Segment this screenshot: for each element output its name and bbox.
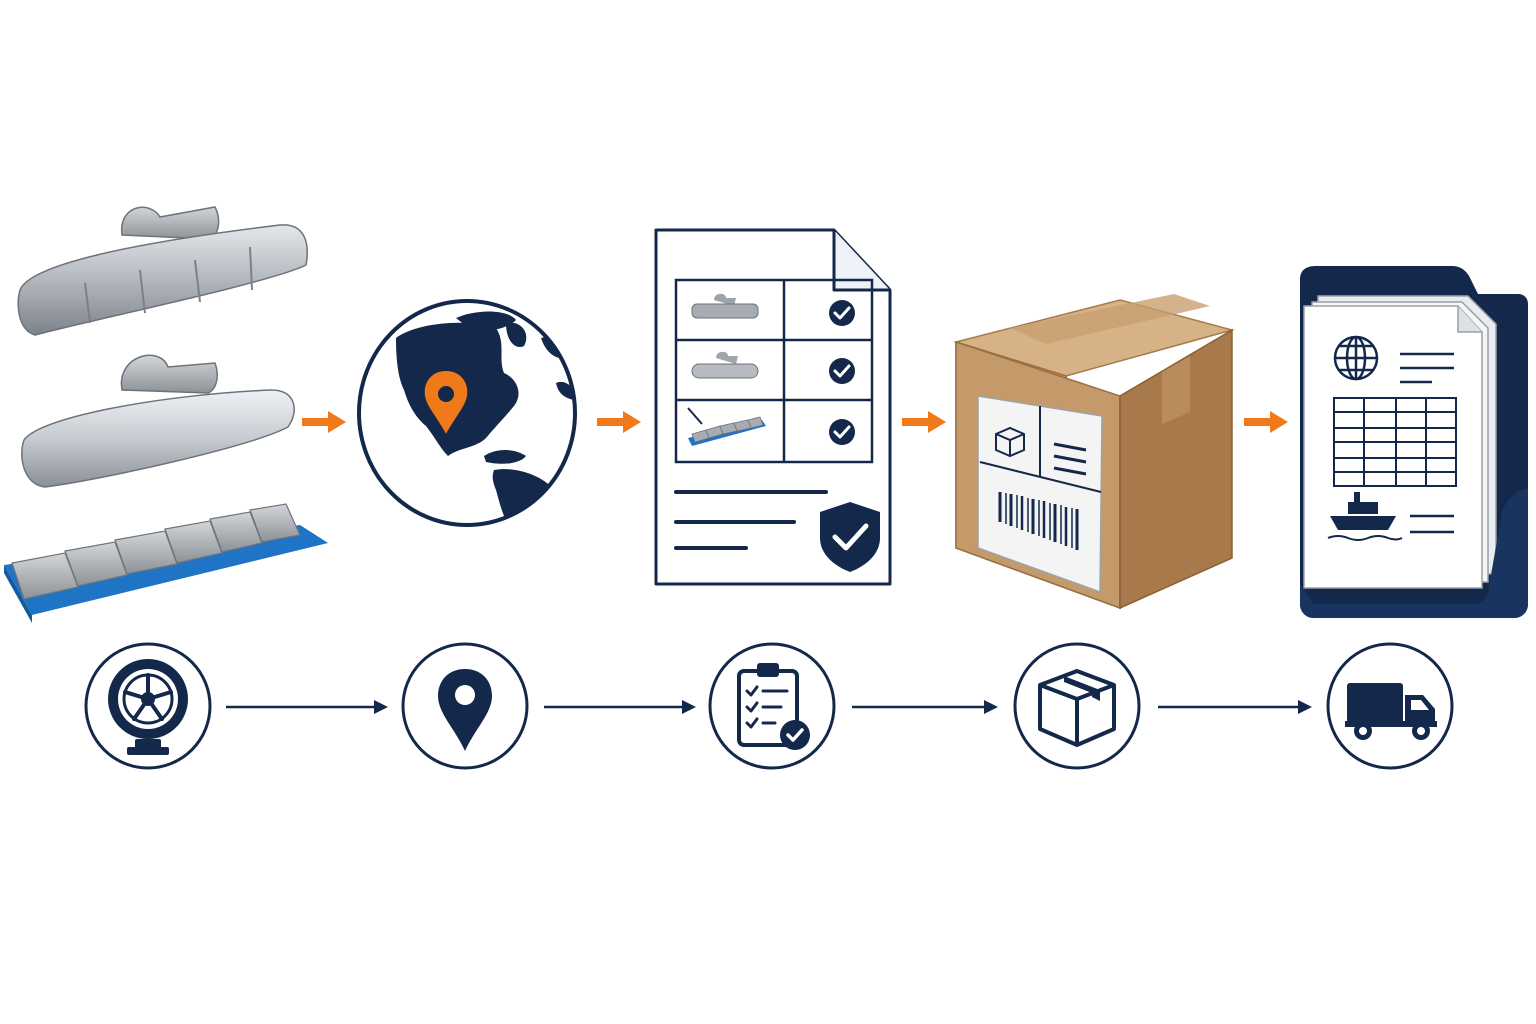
doc-ship-icon xyxy=(1327,492,1403,541)
doc-globe-icon xyxy=(1333,335,1379,381)
wheel-icon xyxy=(84,642,212,770)
shipping-label xyxy=(977,395,1103,594)
origin-pin xyxy=(422,368,470,439)
shield-check-icon xyxy=(820,502,880,572)
doc-table xyxy=(1333,397,1457,487)
wheel-weights-illustration xyxy=(4,206,328,623)
adhesive-weight-strip xyxy=(4,503,328,623)
clipboard-check-icon xyxy=(708,642,836,770)
truck-icon xyxy=(1326,642,1454,770)
label-box-icon xyxy=(995,426,1025,458)
connector-arrow-3 xyxy=(852,700,998,714)
row-3-weight-thumbnail xyxy=(687,407,766,446)
location-pin-icon xyxy=(401,642,529,770)
connector-arrow-4 xyxy=(1158,700,1312,714)
connector-arrow-1 xyxy=(226,700,388,714)
checklist-document-with-shield xyxy=(654,228,892,586)
orange-arrow-2 xyxy=(597,411,641,433)
orange-arrow-4 xyxy=(1244,411,1288,433)
barcode xyxy=(998,492,1079,550)
row-2-weight-thumbnail xyxy=(691,351,759,379)
cardboard-box-with-label xyxy=(953,294,1235,610)
orange-arrow-3 xyxy=(902,411,946,433)
row-3-check-icon xyxy=(829,419,855,445)
package-icon xyxy=(1013,642,1141,770)
row-1-check-icon xyxy=(829,300,855,326)
orange-arrow-1 xyxy=(302,411,346,433)
connector-arrow-2 xyxy=(544,700,696,714)
globe-with-location-pin xyxy=(357,299,577,527)
document-folder-with-ship xyxy=(1300,266,1528,618)
clip-on-weight-smooth xyxy=(21,354,295,488)
clip-on-weight-segmented xyxy=(17,206,308,336)
row-2-check-icon xyxy=(829,358,855,384)
row-1-weight-thumbnail xyxy=(691,293,759,319)
